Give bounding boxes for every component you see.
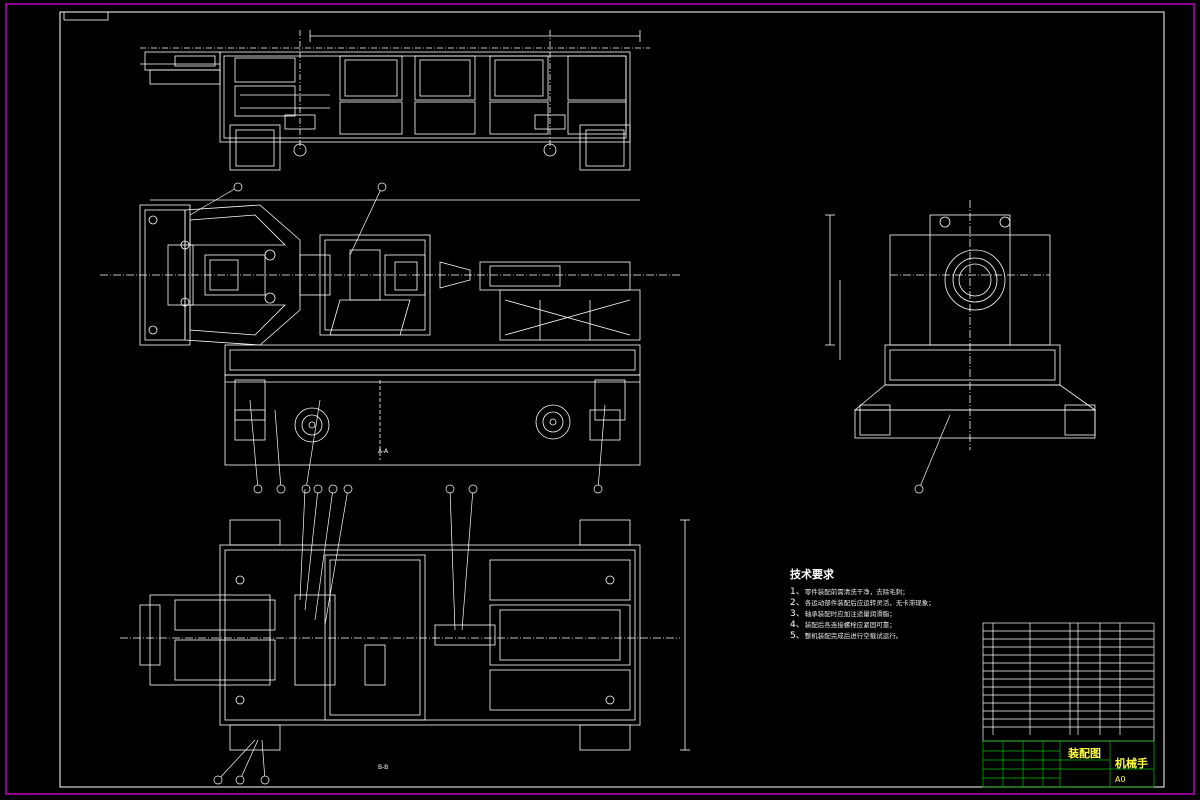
view-label-bb: B-B: [378, 764, 389, 771]
front-view: [100, 199, 680, 466]
drawing-name: 装配图: [1068, 747, 1101, 760]
technical-requirements: 技术要求 1、零件装配前需清洗干净，去除毛刺； 2、各运动部件装配后应运转灵活，…: [790, 566, 990, 643]
part-name: 机械手: [1115, 757, 1148, 770]
tech-item: 3、轴承装配时应加注适量润滑脂；: [790, 609, 896, 619]
top-view: [140, 30, 650, 171]
sheet-outer-border: [5, 3, 1195, 795]
view-label-aa: A-A: [378, 448, 389, 455]
technical-requirements-title: 技术要求: [790, 568, 834, 581]
top-marker: [63, 11, 109, 21]
tech-item: 5、整机装配完成后进行空载试运行。: [790, 631, 903, 641]
tech-item: 2、各运动部件装配后应运转灵活，无卡滞现象；: [790, 598, 935, 608]
tech-item: 4、装配后各连接螺栓应紧固可靠；: [790, 620, 896, 630]
part-balloons: [189, 182, 951, 785]
sheet-inner-border: [59, 11, 1165, 788]
side-view: [825, 200, 1097, 450]
title-block: [982, 622, 1155, 788]
sheet-size: A0: [1115, 775, 1126, 784]
plan-view: [120, 519, 690, 751]
tech-item: 1、零件装配前需清洗干净，去除毛刺；: [790, 587, 909, 597]
